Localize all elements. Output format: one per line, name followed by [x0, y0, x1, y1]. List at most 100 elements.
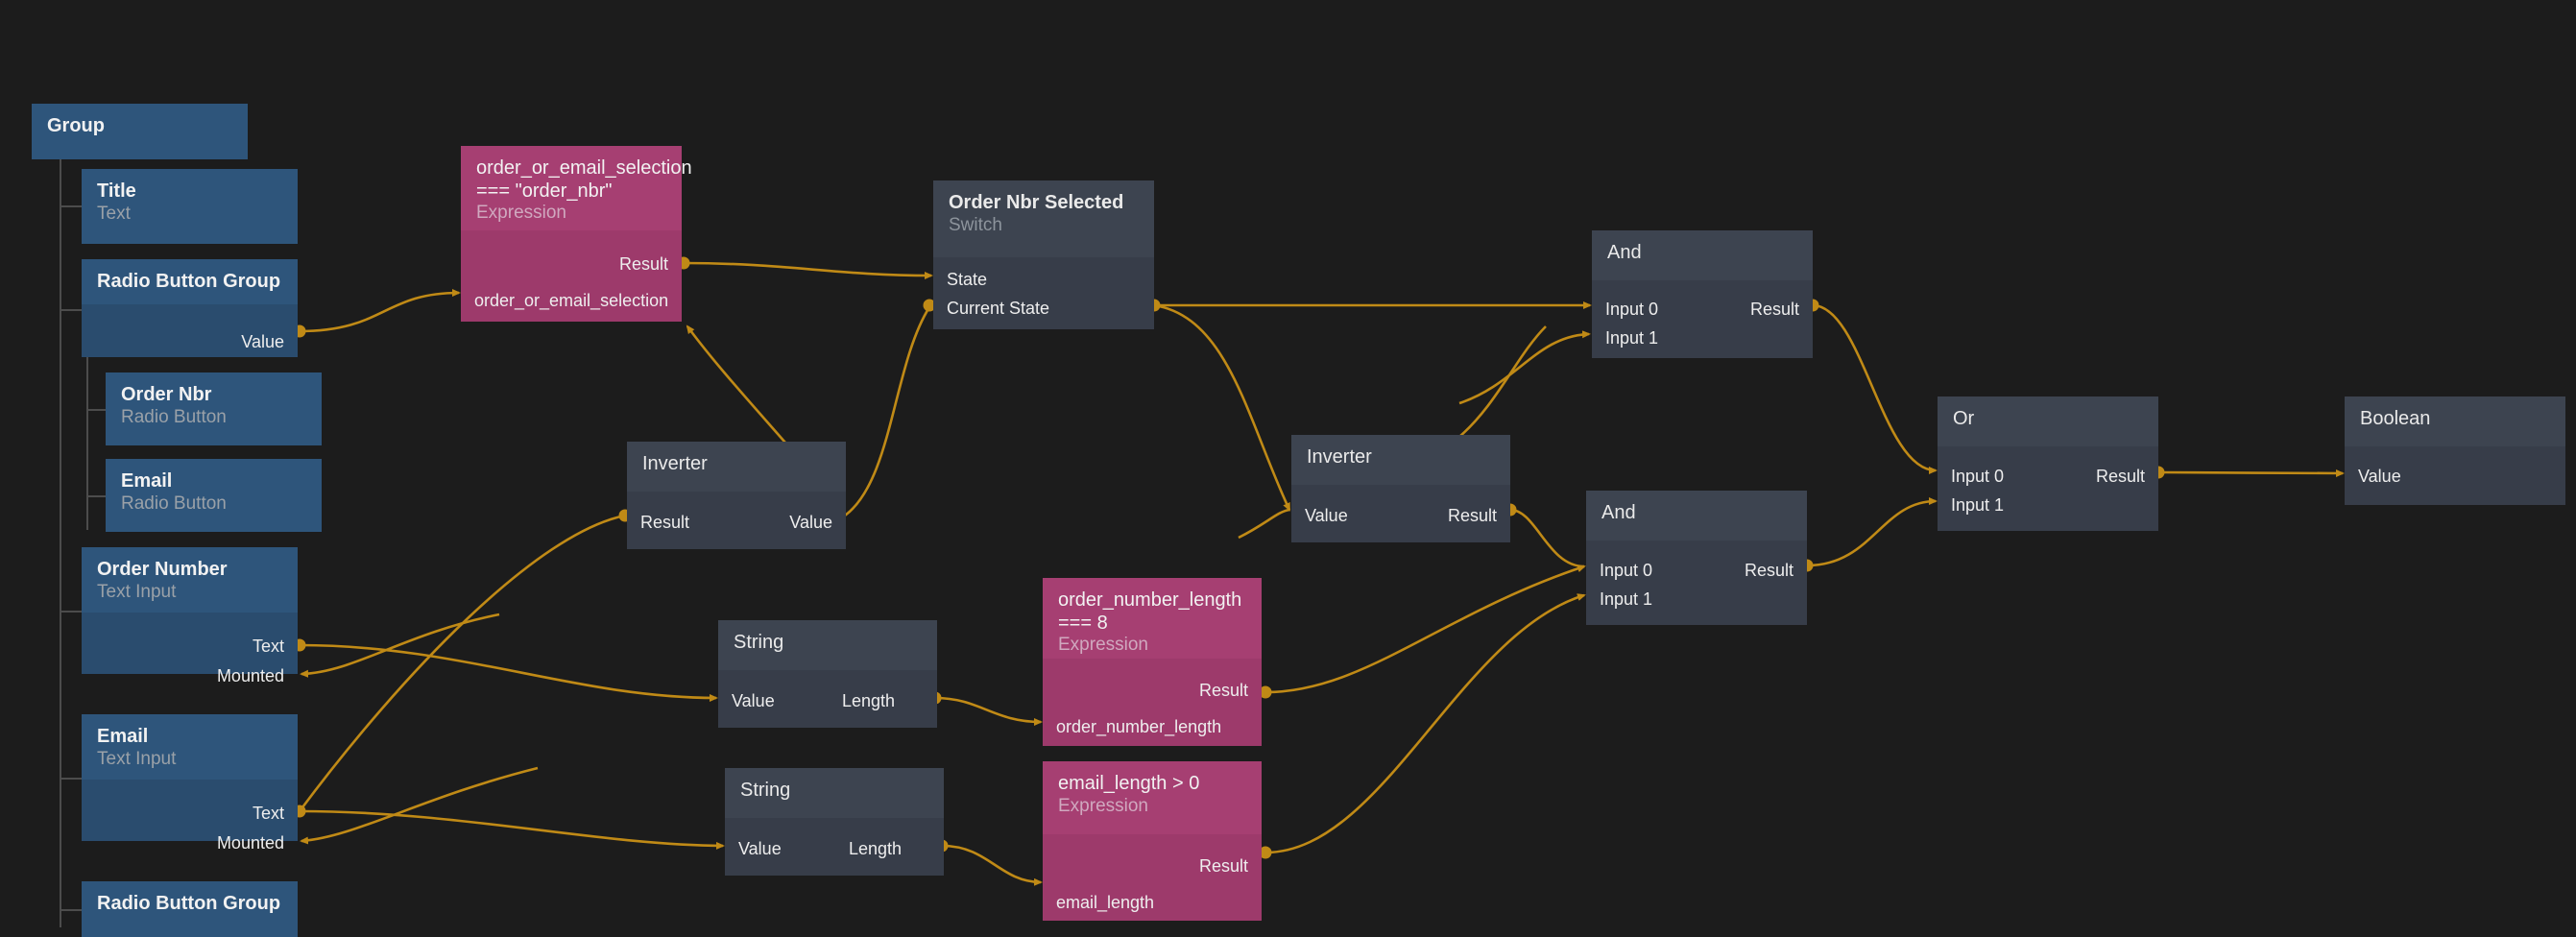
node-and-2-title: And — [1601, 502, 1792, 525]
node-inverter-1[interactable]: Inverter Result Value — [627, 442, 846, 549]
port-in-value[interactable]: Value — [2358, 468, 2401, 485]
node-expr-order-or-email-body: Result order_or_email_selection — [461, 230, 682, 322]
node-switch-body: State Current State — [933, 257, 1154, 329]
node-order-nbr-radio-header: Order Nbr Radio Button — [106, 372, 322, 445]
tree-rail-main — [60, 159, 61, 927]
node-string-2-header: String — [725, 768, 944, 818]
node-expr-el-subtitle: Expression — [1058, 796, 1246, 818]
node-string-2-body: Value Length — [725, 818, 944, 876]
port-in-input1[interactable]: Input 1 — [1600, 590, 1652, 608]
node-email-radio-header: Email Radio Button — [106, 459, 322, 532]
port-in-value[interactable]: Value — [738, 840, 782, 857]
node-rbg1-title: Radio Button Group — [97, 271, 282, 294]
port-in-order-number-length[interactable]: order_number_length — [1056, 718, 1221, 735]
port-out-text[interactable]: Text — [253, 637, 284, 655]
port-in-email-length[interactable]: email_length — [1056, 894, 1154, 911]
node-inverter-1-header: Inverter — [627, 442, 846, 492]
node-inverter-2-body: Value Result — [1291, 485, 1510, 542]
tree-rail-sub — [86, 357, 88, 530]
node-email-input-title: Email — [97, 726, 282, 749]
node-rbg1-header: Radio Button Group — [82, 259, 298, 304]
tree-tick-rbg2 — [60, 909, 83, 911]
node-order-number-input[interactable]: Order Number Text Input Text Mounted — [82, 547, 298, 674]
node-boolean-1-body: Value — [2345, 446, 2565, 505]
port-in-value[interactable]: Value — [789, 514, 832, 531]
node-expr-el-title: email_length > 0 — [1058, 773, 1246, 796]
node-group[interactable]: Group — [32, 104, 248, 159]
port-out-value[interactable]: Value — [241, 333, 284, 350]
port-in-value[interactable]: Value — [1305, 507, 1348, 524]
port-in-mounted[interactable]: Mounted — [217, 667, 284, 685]
node-email-radio-subtitle: Radio Button — [121, 493, 306, 516]
node-string-1[interactable]: String Value Length — [718, 620, 937, 728]
port-out-result[interactable]: Result — [1750, 300, 1799, 318]
port-in-input0[interactable]: Input 0 — [1605, 300, 1658, 318]
port-out-result[interactable]: Result — [619, 255, 668, 273]
node-title-header: Title Text — [82, 169, 298, 244]
node-rbg1-body: Value — [82, 304, 298, 357]
node-and-2-header: And — [1586, 491, 1807, 541]
node-or-1-body: Input 0 Input 1 Result — [1938, 446, 2158, 531]
node-radio-button-group-2[interactable]: Radio Button Group — [82, 881, 298, 937]
node-switch-subtitle: Switch — [949, 215, 1139, 237]
port-out-result[interactable]: Result — [640, 514, 689, 531]
port-in-current-state[interactable]: Current State — [947, 300, 1049, 317]
port-out-text[interactable]: Text — [253, 805, 284, 822]
port-in-value[interactable]: Value — [732, 692, 775, 709]
node-inverter-1-title: Inverter — [642, 453, 831, 476]
node-boolean-1[interactable]: Boolean Value — [2345, 396, 2565, 505]
node-expr-onl-subtitle: Expression — [1058, 635, 1246, 657]
tree-tick-order-nbr-radio — [86, 409, 108, 411]
node-order-nbr-radio[interactable]: Order Nbr Radio Button — [106, 372, 322, 445]
node-expr-order-or-email[interactable]: order_or_email_selection === "order_nbr"… — [461, 146, 682, 322]
node-expr-order-or-email-subtitle: Expression — [476, 203, 666, 225]
node-string-2-title: String — [740, 780, 928, 803]
port-out-length[interactable]: Length — [842, 692, 895, 709]
node-boolean-1-header: Boolean — [2345, 396, 2565, 446]
port-in-input0[interactable]: Input 0 — [1600, 562, 1652, 579]
node-group-title: Group — [47, 115, 232, 138]
node-expr-onl-title: order_number_length === 8 — [1058, 589, 1246, 635]
port-out-length[interactable]: Length — [849, 840, 902, 857]
port-in-mounted[interactable]: Mounted — [217, 834, 284, 852]
node-inverter-2[interactable]: Inverter Value Result — [1291, 435, 1510, 542]
node-string-1-title: String — [734, 632, 922, 655]
node-order-nbr-radio-subtitle: Radio Button — [121, 407, 306, 429]
port-out-result[interactable]: Result — [1199, 682, 1248, 699]
port-in-order-or-email-selection[interactable]: order_or_email_selection — [474, 292, 668, 309]
port-in-state[interactable]: State — [947, 271, 987, 288]
tree-tick-email-radio — [86, 495, 108, 497]
port-in-input1[interactable]: Input 1 — [1951, 496, 2004, 514]
node-expr-el-header: email_length > 0 Expression — [1043, 761, 1262, 834]
node-expr-email-length[interactable]: email_length > 0 Expression Result email… — [1043, 761, 1262, 921]
node-email-radio[interactable]: Email Radio Button — [106, 459, 322, 532]
node-and-2[interactable]: And Input 0 Input 1 Result — [1586, 491, 1807, 625]
tree-tick-rbg1 — [60, 309, 83, 311]
node-email-input[interactable]: Email Text Input Text Mounted — [82, 714, 298, 841]
node-expr-order-number-length[interactable]: order_number_length === 8 Expression Res… — [1043, 578, 1262, 746]
node-order-number-title: Order Number — [97, 559, 282, 582]
port-out-result[interactable]: Result — [1745, 562, 1794, 579]
node-switch-order-nbr-selected[interactable]: Order Nbr Selected Switch State Current … — [933, 180, 1154, 329]
node-string-2[interactable]: String Value Length — [725, 768, 944, 876]
tree-tick-email — [60, 778, 83, 780]
port-in-input0[interactable]: Input 0 — [1951, 468, 2004, 485]
node-or-1[interactable]: Or Input 0 Input 1 Result — [1938, 396, 2158, 531]
node-switch-title: Order Nbr Selected — [949, 192, 1139, 215]
node-expr-onl-header: order_number_length === 8 Expression — [1043, 578, 1262, 659]
node-order-number-subtitle: Text Input — [97, 582, 282, 604]
port-out-result[interactable]: Result — [2096, 468, 2145, 485]
node-order-nbr-radio-title: Order Nbr — [121, 384, 306, 407]
tree-tick-title — [60, 205, 83, 207]
node-radio-button-group-1[interactable]: Radio Button Group Value — [82, 259, 298, 357]
node-and-1[interactable]: And Input 0 Input 1 Result — [1592, 230, 1813, 358]
node-and-1-header: And — [1592, 230, 1813, 280]
node-switch-header: Order Nbr Selected Switch — [933, 180, 1154, 257]
node-email-input-body: Text Mounted — [82, 780, 298, 841]
port-in-input1[interactable]: Input 1 — [1605, 329, 1658, 347]
node-title[interactable]: Title Text — [82, 169, 298, 244]
port-out-result[interactable]: Result — [1199, 857, 1248, 875]
port-out-result[interactable]: Result — [1448, 507, 1497, 524]
